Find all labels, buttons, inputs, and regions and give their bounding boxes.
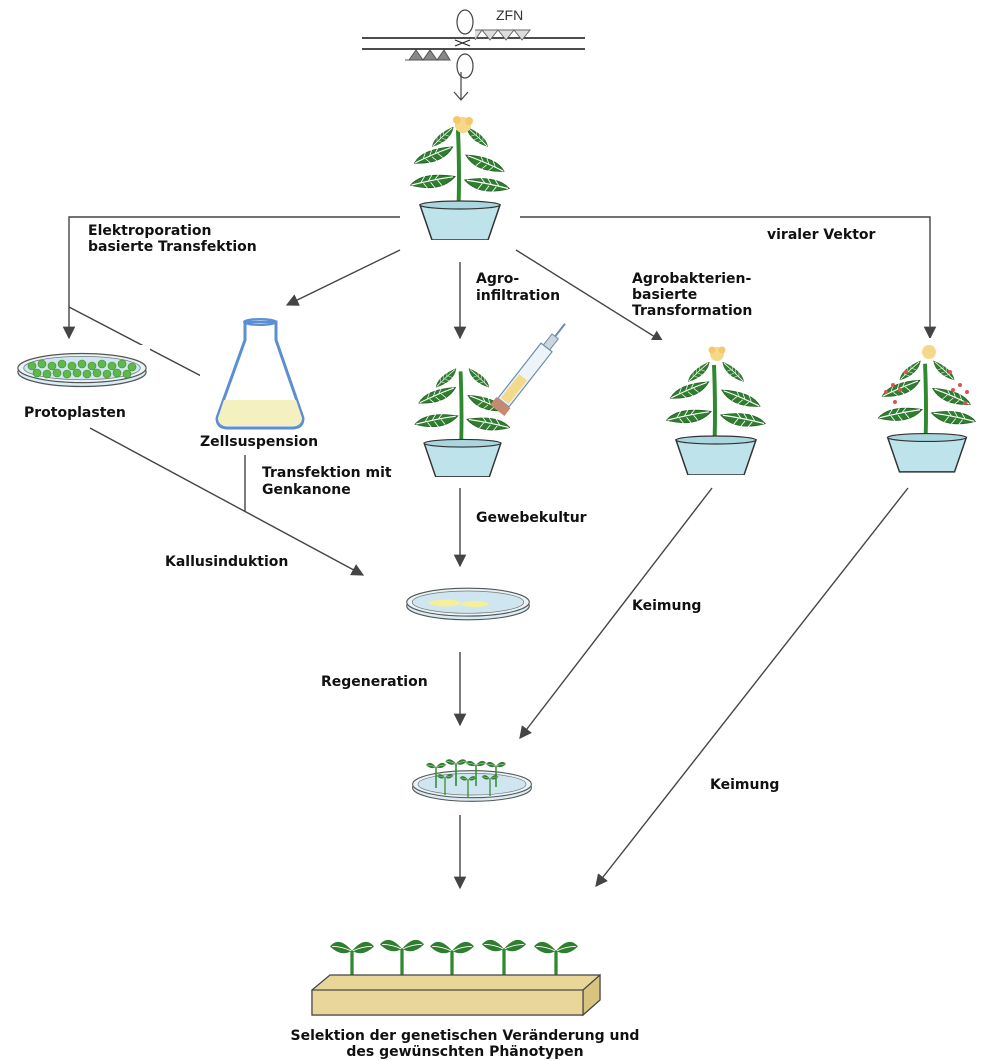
label-germination-2: Keimung [710, 777, 779, 793]
label-callus-induction: Kallusinduktion [165, 554, 288, 570]
agrobacteria-plant [650, 340, 780, 480]
zfn-label: ZFN [496, 7, 523, 23]
label-viral-vector: viraler Vektor [767, 227, 876, 243]
label-transfection: Transfektion mit [262, 465, 392, 481]
label-electroporation: Elektroporation [88, 223, 211, 239]
label-cell-suspension: Zellsuspension [200, 434, 318, 450]
label-regeneration: Regeneration [321, 674, 428, 690]
label-agrobacteria: Agrobakterien- [632, 271, 752, 287]
arrows [62, 216, 937, 890]
protoplast-dish [8, 345, 150, 393]
labels: Elektroporation basierte Transfektion vi… [24, 223, 876, 1060]
callus-dish [395, 580, 540, 628]
label-agro-2: infiltration [476, 288, 560, 304]
label-selection-2: des gewünschten Phänotypen [346, 1044, 583, 1060]
seedling-tray [286, 912, 632, 1017]
label-transfection-2: Genkanone [262, 482, 351, 498]
viral-vector-plant [865, 338, 987, 478]
agroinfiltration-plant [404, 323, 570, 477]
label-protoplasts: Protoplasten [24, 405, 126, 421]
zfn-schematic: ZFN [362, 7, 585, 101]
label-germination-1: Keimung [632, 598, 701, 614]
label-agrobacteria-3: Transformation [632, 303, 752, 319]
label-electroporation-2: basierte Transfektion [88, 239, 257, 255]
label-agrobacteria-2: basierte [632, 287, 697, 303]
source-plant [400, 105, 520, 245]
label-agro: Agro- [476, 271, 519, 287]
label-selection: Selektion der genetischen Veränderung un… [291, 1028, 640, 1044]
label-tissue-culture: Gewebekultur [476, 510, 587, 526]
seedling-dish [400, 745, 540, 810]
cell-suspension-flask [200, 318, 322, 435]
